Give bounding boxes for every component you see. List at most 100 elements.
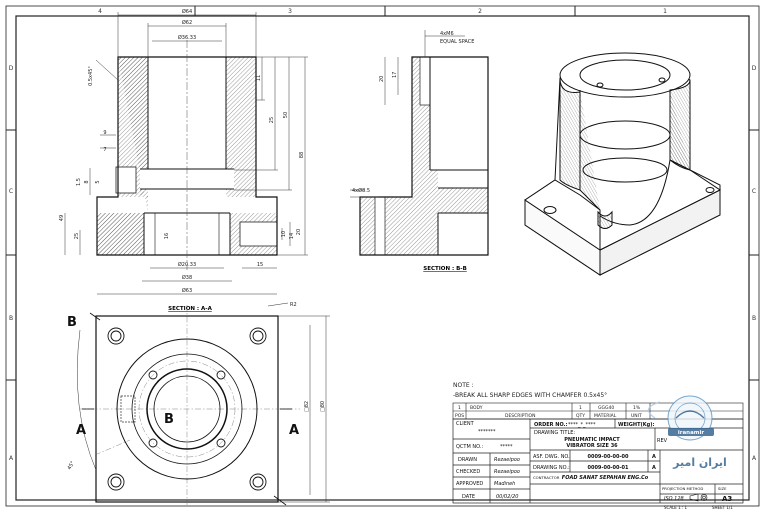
section-aa-label: SECTION : A-A <box>168 306 212 312</box>
projection-symbol-icon <box>689 493 708 502</box>
tb-qctm-label: QCTM NO.: <box>456 444 483 450</box>
tb-size-value: A3 <box>722 495 732 503</box>
zone-top-1: 1 <box>663 8 667 15</box>
dim-20: 20 <box>296 229 302 235</box>
section-bb-view: 4xM6 EQUAL SPACE 20 17 4xØ8.5 SECTION : … <box>350 30 489 272</box>
dim-d38: Ø38 <box>182 274 192 281</box>
tb-checked-label: CHECKED <box>456 469 480 475</box>
tb-order-label: ORDER NO.: <box>534 422 567 428</box>
dim-7: 7 <box>103 147 106 153</box>
dim-14: 14 <box>289 233 295 239</box>
watermark-brand: iranamir <box>678 430 705 436</box>
tb-client-label: CLIENT <box>456 421 475 427</box>
tb-projection-label: PROJECTION METHOD <box>662 486 703 491</box>
dim-sq82: □82 <box>304 401 310 412</box>
dim-d63: Ø63 <box>182 287 192 294</box>
tb-dwg-label: DRAWING NO.: <box>533 465 570 471</box>
dim-angle: 45° <box>67 460 77 471</box>
tb-contractor-label: CONTRACTOR <box>533 475 560 480</box>
dim-49: 49 <box>59 215 65 221</box>
parts-pos: 1 <box>458 405 461 411</box>
label-b-center: B <box>164 412 174 427</box>
zone-left-d: D <box>9 65 14 72</box>
tb-date-label: DATE <box>462 494 475 500</box>
tb-sheet: SHEET 1/1 <box>712 505 733 510</box>
tb-order-value: ****_*_**** <box>568 422 596 428</box>
dim-d62: Ø62 <box>182 19 192 26</box>
isometric-view <box>524 52 721 276</box>
tb-checked-name: Rezaeipoo <box>494 469 520 475</box>
parts-h-unit: UNIT <box>631 413 642 419</box>
zone-right-d: D <box>752 65 757 72</box>
dim-88: 88 <box>299 152 305 158</box>
dim-sq80: □80 <box>320 401 326 412</box>
zone-labels: 4 3 2 1 D C B A D C B A <box>9 8 757 462</box>
zone-left-c: C <box>9 188 13 195</box>
tb-qctm-value: ***** <box>500 444 513 450</box>
zone-top-3: 3 <box>288 8 292 15</box>
title-block: CLIENT ******* QCTM NO.: ***** DRAWN Rez… <box>452 418 744 510</box>
tb-client-value: ******* <box>478 429 496 435</box>
top-view: R2 □82 □80 45° B B A A <box>67 302 330 506</box>
tb-dwg-rev: A <box>652 465 656 471</box>
dim-bb-17: 17 <box>392 72 398 78</box>
section-bb-label: SECTION : B-B <box>423 266 467 272</box>
zone-right-a: A <box>752 455 757 462</box>
dim-15: 1.5 <box>76 178 82 186</box>
tb-approved-label: APPROVED <box>456 481 483 487</box>
dim-15h: 15 <box>257 262 263 268</box>
zone-left-a: A <box>9 455 14 462</box>
zone-right-c: C <box>752 188 756 195</box>
tb-title-line1: PNEUMATIC IMPACT <box>564 437 620 443</box>
dim-d20: Ø20.33 <box>178 261 196 268</box>
tb-iso: ISO 128 <box>664 496 684 502</box>
tb-contractor-value: FOAD SANAT SEPAHAN ENG.Co <box>562 475 649 481</box>
tb-approved-name: Madineh <box>494 481 515 487</box>
zone-left-b: B <box>9 315 13 322</box>
parts-h-pos: POS <box>455 413 464 419</box>
parts-unit: 1% <box>633 405 641 411</box>
dim-50: 50 <box>283 112 289 118</box>
dim-r2: R2 <box>290 302 297 308</box>
section-aa-left-base <box>97 213 145 255</box>
tb-size-label: SIZE <box>718 486 727 491</box>
dim-5: 5 <box>95 180 101 183</box>
label-a-left: A <box>76 423 86 438</box>
parts-h-desc: DESCRIPTION <box>505 413 535 419</box>
frame <box>5 5 760 507</box>
label-b-top: B <box>67 315 77 330</box>
tb-drawn-name: Rezaeipoo <box>494 457 520 463</box>
dim-9: 9 <box>103 130 106 136</box>
zone-right-b: B <box>752 315 756 322</box>
notes-title: NOTE : <box>453 382 474 389</box>
dim-d36: Ø36.33 <box>178 34 196 41</box>
tb-date-value: 00/02/20 <box>496 494 518 500</box>
parts-material: GGG40 <box>598 405 614 411</box>
tb-dwg-value: 0009-00-00-01 <box>587 465 629 471</box>
zone-top-2: 2 <box>478 8 482 15</box>
dim-8: 8 <box>84 180 90 183</box>
dim-chamfer: 0.5x45° <box>88 66 94 86</box>
tb-title-line2: VIBRATOR SIZE 36 <box>566 443 618 449</box>
zone-top-4: 4 <box>98 8 102 15</box>
tb-asf-value: 0009-00-00-00 <box>587 454 629 460</box>
tb-rev-label: REV <box>657 438 668 444</box>
tb-drawing-title-label: DRAWING TITLE: <box>534 430 575 436</box>
dim-10: 10 <box>281 231 287 237</box>
dim-25b: 25 <box>74 233 80 239</box>
section-aa-view: Ø64 Ø62 Ø36.33 0.5x45° 11 25 50 88 49 25… <box>59 8 308 312</box>
dim-equal-space: EQUAL SPACE <box>440 39 474 45</box>
notes: NOTE : -BREAK ALL SHARP EDGES WITH CHAMF… <box>453 382 607 399</box>
parts-qty: 1 <box>579 405 582 411</box>
dim-16: 16 <box>164 233 170 239</box>
tb-asf-label: ASF. DWG. NO. <box>533 454 570 460</box>
dim-bb-20: 20 <box>379 76 385 82</box>
notes-line1: -BREAK ALL SHARP EDGES WITH CHAMFER 0.5x… <box>453 392 607 399</box>
dim-thread: 4xM6 <box>440 31 454 37</box>
watermark-persian: ایران امیر <box>672 456 727 469</box>
tb-scale: SCALE 1 : 1 <box>664 505 688 510</box>
watermark-logo: iranamir ایران امیر <box>647 395 727 469</box>
parts-h-material: MATERIAL <box>594 413 617 419</box>
dim-11: 11 <box>256 75 262 81</box>
